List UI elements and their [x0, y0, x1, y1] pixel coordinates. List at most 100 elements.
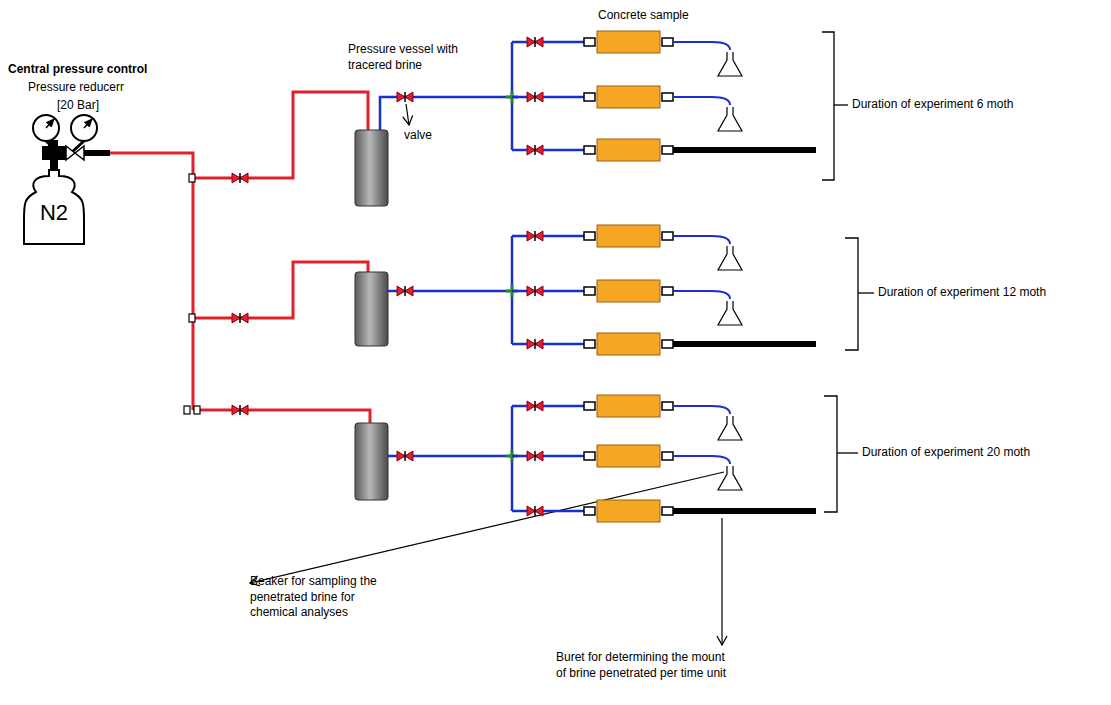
valve-stem [534, 37, 536, 47]
concrete-sample [597, 31, 660, 53]
concrete-sample [597, 139, 660, 161]
brine-line [512, 405, 584, 408]
brine-line [512, 290, 584, 293]
sample-fitting [584, 402, 595, 410]
valve-symbol [527, 339, 543, 349]
outlet-line [673, 97, 730, 105]
brine-line [512, 149, 584, 152]
valve-symbol [527, 286, 543, 296]
sample-fitting [662, 146, 673, 154]
concrete-sample [597, 333, 660, 355]
sampling-beaker [718, 466, 742, 490]
brine-line [380, 97, 512, 130]
sample-fitting [584, 287, 595, 295]
outlet-line [673, 236, 730, 244]
sample-fitting [584, 507, 595, 515]
sample-fitting [662, 452, 673, 460]
sampling-beaker [718, 416, 742, 440]
annotation-label: Central pressure control [8, 62, 147, 78]
annotation-label: Duration of experiment 12 moth [878, 285, 1046, 301]
annotation-label: Duration of experiment 20 moth [862, 445, 1030, 461]
brine-line [512, 455, 584, 458]
valve-symbol [527, 92, 543, 102]
annotation-label: Pressure reducerr [28, 80, 124, 96]
valve-stem [534, 339, 536, 349]
sample-fitting [584, 340, 595, 348]
leader-arrow [250, 104, 724, 645]
valve-stem [534, 92, 536, 102]
annotation-label: Duration of experiment 6 moth [852, 97, 1013, 113]
annotation-label: valve [404, 128, 432, 144]
valve-symbol [527, 37, 543, 47]
outlet-line [673, 42, 730, 50]
valve-symbol [527, 401, 543, 411]
annotation-label: Buret for determining the mount of brine… [556, 650, 734, 681]
valve-stem [404, 451, 406, 461]
sample-fitting [584, 93, 595, 101]
concrete-sample [597, 280, 660, 302]
gas-cylinder: N2 [22, 168, 86, 246]
valve-stem [404, 286, 406, 296]
valve-symbol [527, 451, 543, 461]
pressure-vessel [355, 130, 388, 500]
annotation-label: [20 Bar] [57, 98, 99, 114]
sample-fitting [662, 340, 673, 348]
buret [673, 341, 816, 347]
sample-fitting [662, 232, 673, 240]
annotation-label: Pressure vessel with tracered brine [348, 42, 473, 73]
valve-stem [239, 405, 241, 415]
brine-line [512, 510, 584, 513]
valve-stem [239, 313, 241, 323]
sample-fitting [662, 287, 673, 295]
sample-fitting [584, 38, 595, 46]
sample-fitting [584, 452, 595, 460]
concrete-sample [597, 86, 660, 108]
valve-symbol [397, 451, 413, 461]
valve-stem [534, 401, 536, 411]
valve-symbol [527, 506, 543, 516]
concrete-sample [597, 445, 660, 467]
sample-fitting [584, 146, 595, 154]
annotation-label: Concrete sample [598, 8, 689, 24]
brine-line [512, 343, 584, 346]
pressure-reducer [33, 115, 110, 172]
valve-stem [534, 231, 536, 241]
valve-symbol [232, 405, 248, 415]
sample-fitting [584, 232, 595, 240]
buret [673, 508, 816, 514]
sample-fitting [662, 402, 673, 410]
outlet-line [673, 456, 730, 464]
outlet-line [673, 291, 730, 299]
sample-fitting [662, 38, 673, 46]
valve-stem [534, 145, 536, 155]
valve-stem [534, 286, 536, 296]
valve-stem [404, 92, 406, 102]
brine-line [512, 41, 584, 44]
valve-symbol [397, 92, 413, 102]
brine-line [512, 96, 584, 99]
concrete-sample [597, 395, 660, 417]
gas-pipe [108, 92, 370, 423]
pipe-tee [184, 174, 200, 414]
brine-line [512, 235, 584, 238]
concrete-sample [597, 500, 660, 522]
sample-fitting [662, 507, 673, 515]
valve-symbol [527, 145, 543, 155]
valve-stem [534, 451, 536, 461]
valve-stem [534, 506, 536, 516]
valve-symbol [527, 231, 543, 241]
outlet-line [673, 406, 730, 414]
valve-symbol [232, 173, 248, 183]
concrete-sample [597, 225, 660, 247]
sampling-beaker [718, 301, 742, 325]
valve-symbol [232, 313, 248, 323]
buret [673, 147, 816, 153]
sampling-beaker [718, 246, 742, 270]
valve-symbol [397, 286, 413, 296]
sample-fitting [662, 93, 673, 101]
annotation-label: Beaker for sampling the penetrated brine… [250, 574, 400, 621]
sampling-beaker [718, 52, 742, 76]
sampling-beaker [718, 107, 742, 131]
cylinder-label: N2 [22, 200, 86, 226]
valve-stem [239, 173, 241, 183]
